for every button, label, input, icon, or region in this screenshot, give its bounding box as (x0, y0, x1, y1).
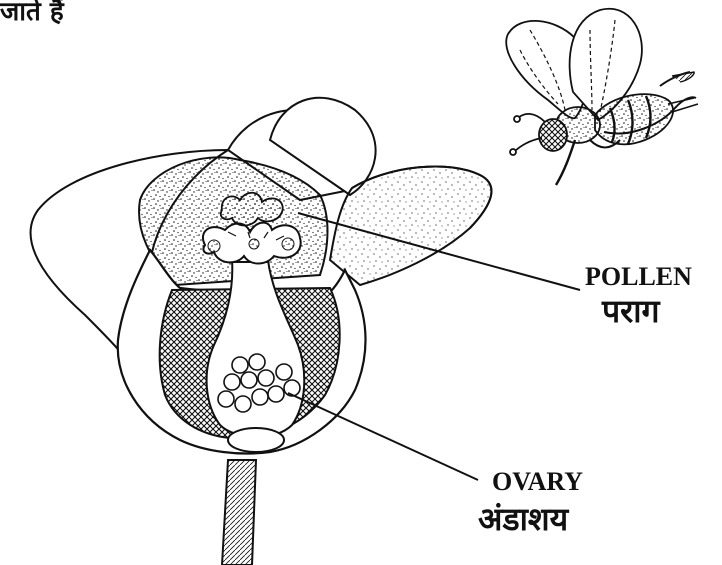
pollen-label-en: POLLEN (585, 262, 692, 291)
receptacle (228, 428, 284, 452)
ovary-chamber (207, 260, 305, 437)
ovary-leader-line (288, 393, 478, 480)
pollen-dots (208, 240, 220, 252)
ovary-label-hi: अंडाशय (478, 500, 570, 538)
ovary-label-en: OVARY (492, 467, 583, 496)
pollen-label-hi: पराग (601, 292, 661, 330)
top-text-fragment: जाते हैं (0, 0, 65, 27)
bee-icon (506, 9, 698, 185)
stem (222, 460, 256, 565)
